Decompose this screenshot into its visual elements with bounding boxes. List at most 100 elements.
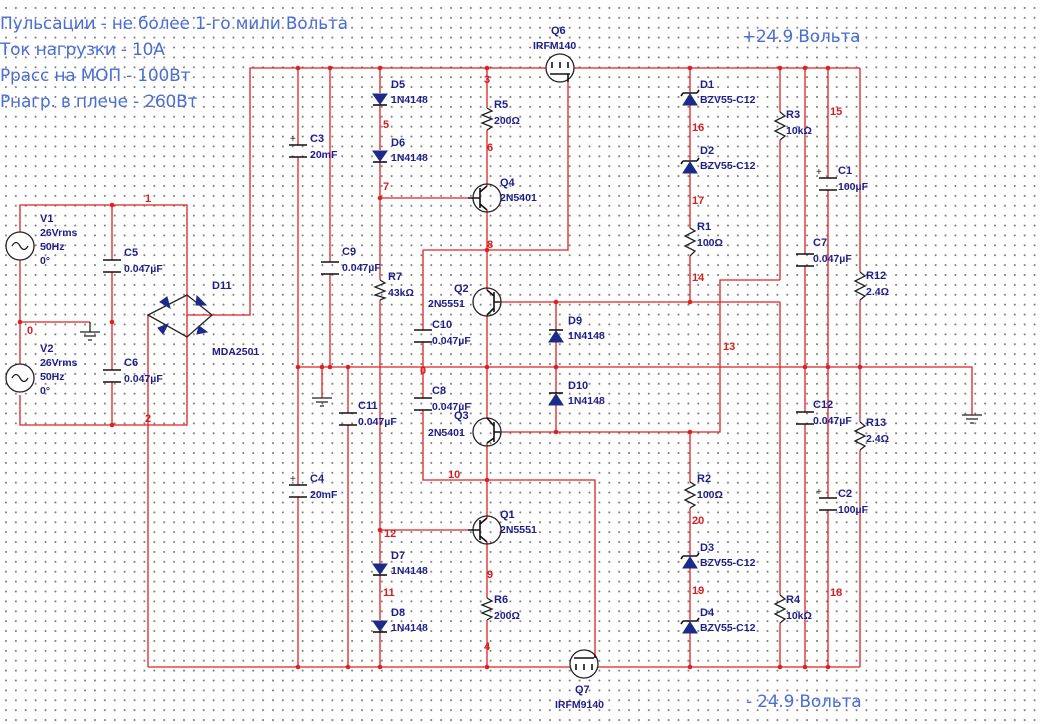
net-9: 9 bbox=[487, 569, 493, 581]
d3-label: D3 bbox=[700, 542, 714, 554]
q2-label: Q2 bbox=[454, 283, 469, 295]
mosfet-symbols bbox=[545, 53, 599, 679]
c6-label: C6 bbox=[124, 357, 138, 369]
r3-label: R3 bbox=[786, 109, 800, 121]
d9-value: 1N4148 bbox=[568, 330, 605, 342]
note-ripple: Пульсации - не более 1-го мили Вольта bbox=[0, 14, 348, 34]
net-19: 19 bbox=[692, 585, 704, 597]
d4-label: D4 bbox=[700, 607, 715, 619]
v2-phase: 0° bbox=[40, 385, 50, 397]
net-8: 8 bbox=[487, 239, 493, 251]
c3-label: C3 bbox=[310, 133, 324, 145]
svg-text:+: + bbox=[290, 474, 296, 485]
ground-icon bbox=[962, 414, 982, 424]
q7-value: IRFM9140 bbox=[555, 699, 604, 711]
note-load-power: Рнагр. в плече - 260Вт bbox=[0, 92, 198, 112]
net-13: 13 bbox=[723, 341, 735, 353]
v2-voltage: 26Vrms bbox=[40, 357, 78, 369]
v1-phase: 0° bbox=[40, 255, 50, 267]
r3-value: 10kΩ bbox=[786, 125, 812, 137]
d6-label: D6 bbox=[391, 137, 405, 149]
net-20: 20 bbox=[692, 515, 704, 527]
q3-label: Q3 bbox=[454, 410, 469, 422]
net-0: 0 bbox=[27, 325, 33, 337]
d7-value: 1N4148 bbox=[391, 565, 428, 577]
net-1: 1 bbox=[145, 193, 151, 205]
q1-value: 2N5551 bbox=[500, 524, 537, 536]
v1-label: V1 bbox=[40, 213, 53, 225]
c9-value: 0.047µF bbox=[342, 262, 381, 274]
r12-value: 2.4Ω bbox=[866, 286, 889, 298]
q4-label: Q4 bbox=[500, 177, 516, 189]
r2-value: 100Ω bbox=[697, 489, 723, 501]
transistor-symbols bbox=[468, 183, 502, 545]
ground-icon bbox=[312, 397, 332, 407]
r6-value: 200Ω bbox=[494, 610, 520, 622]
diode-symbols bbox=[372, 89, 700, 634]
svg-text:+: + bbox=[816, 167, 822, 178]
q4-value: 2N5401 bbox=[500, 192, 537, 204]
r7-value: 43kΩ bbox=[388, 287, 414, 299]
c10-label: C10 bbox=[432, 319, 452, 331]
d6-value: 1N4148 bbox=[391, 152, 428, 164]
d2-label: D2 bbox=[700, 145, 714, 157]
net-4: 4 bbox=[484, 641, 491, 653]
resistor-symbols bbox=[373, 107, 867, 624]
d1-value: BZV55-C12 bbox=[700, 94, 756, 106]
v1-frequency: 50Hz bbox=[40, 241, 65, 253]
net-15: 15 bbox=[830, 106, 842, 118]
polarity-marks: + + + + bbox=[290, 134, 822, 498]
net-5: 5 bbox=[383, 119, 389, 131]
d9-label: D9 bbox=[568, 315, 582, 327]
net-10: 10 bbox=[448, 469, 460, 481]
v1-symbol bbox=[5, 231, 35, 261]
net-17: 17 bbox=[692, 195, 704, 207]
d2-value: BZV55-C12 bbox=[700, 160, 756, 172]
net-labels: 1 2 0 0 3 4 5 6 7 8 9 10 11 12 13 14 15 … bbox=[27, 74, 842, 653]
d8-value: 1N4148 bbox=[391, 622, 428, 634]
bridge-rectifier-symbol bbox=[146, 294, 214, 338]
c4-value: 20mF bbox=[310, 489, 338, 501]
r13-label: R13 bbox=[866, 417, 886, 429]
c8-label: C8 bbox=[432, 385, 446, 397]
r1-label: R1 bbox=[697, 221, 711, 233]
net-11: 11 bbox=[383, 587, 395, 599]
c11-label: C11 bbox=[358, 400, 378, 412]
note-mos-dissipation: Ррасс на МОП - 100Вт bbox=[0, 66, 191, 86]
svg-text:+: + bbox=[816, 487, 822, 498]
c4-label: C4 bbox=[310, 473, 325, 485]
c5-value: 0.047µF bbox=[124, 263, 163, 275]
r4-value: 10kΩ bbox=[786, 610, 812, 622]
ground-icon bbox=[80, 322, 100, 341]
r2-label: R2 bbox=[697, 473, 711, 485]
d8-label: D8 bbox=[391, 607, 405, 619]
r12-label: R12 bbox=[866, 270, 886, 282]
q3-value: 2N5401 bbox=[428, 427, 465, 439]
c12-label: C12 bbox=[813, 399, 833, 411]
r5-label: R5 bbox=[494, 99, 508, 111]
d4-value: BZV55-C12 bbox=[700, 622, 756, 634]
q7-label: Q7 bbox=[575, 684, 590, 696]
r7-label: R7 bbox=[388, 271, 402, 283]
c6-value: 0.047µF bbox=[124, 373, 163, 385]
capacitor-symbols bbox=[103, 144, 837, 511]
v2-frequency: 50Hz bbox=[40, 371, 65, 383]
d11-label: D11 bbox=[212, 280, 232, 292]
q6-value: IRFM140 bbox=[533, 40, 576, 52]
c11-value: 0.047µF bbox=[358, 416, 397, 428]
r1-value: 100Ω bbox=[697, 237, 723, 249]
c1-value: 100µF bbox=[838, 181, 869, 193]
note-load-current: Ток нагрузки - 10А bbox=[0, 40, 165, 60]
label-positive-rail: +24.9 Вольта bbox=[742, 27, 861, 47]
label-negative-rail: - 24.9 Вольта bbox=[746, 692, 862, 712]
c8-value: 0.047µF bbox=[432, 401, 471, 413]
r6-label: R6 bbox=[494, 594, 508, 606]
d5-value: 1N4148 bbox=[391, 94, 428, 106]
r5-value: 200Ω bbox=[494, 115, 520, 127]
v1-voltage: 26Vrms bbox=[40, 227, 78, 239]
net-3: 3 bbox=[484, 74, 490, 86]
c1-label: C1 bbox=[838, 165, 852, 177]
c7-value: 0.047µF bbox=[813, 253, 852, 265]
